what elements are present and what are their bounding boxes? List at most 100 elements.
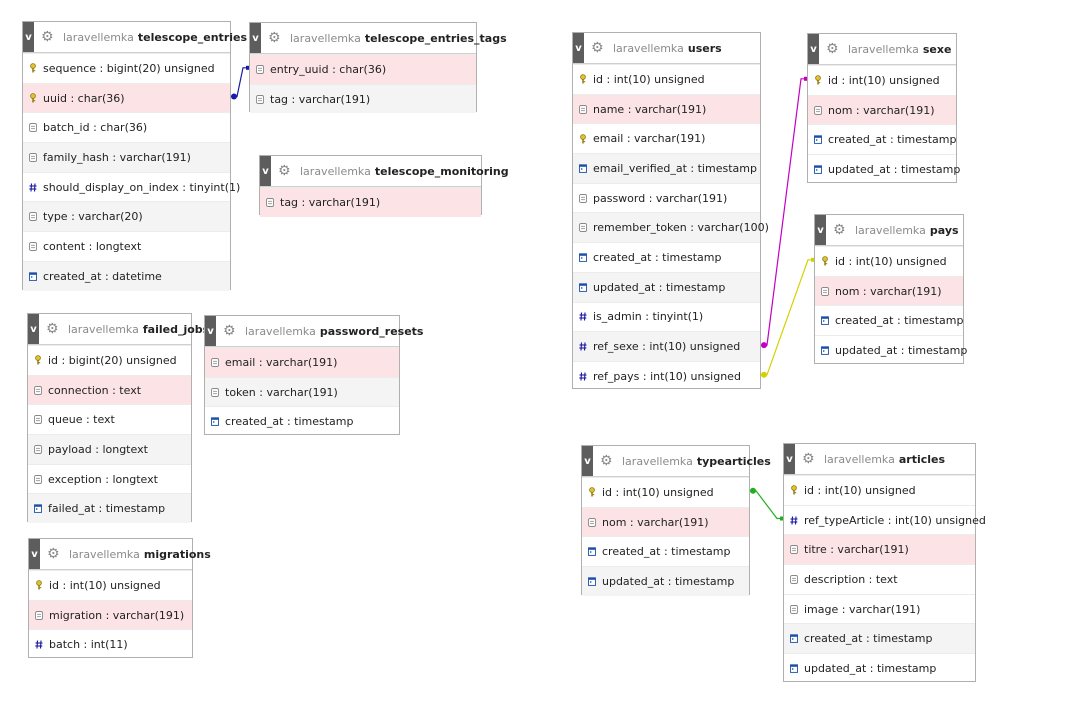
column-row[interactable]: created_at : timestamp	[205, 406, 399, 436]
column-row[interactable]: id : bigint(20) unsigned	[28, 345, 191, 375]
column-row[interactable]: created_at : timestamp	[573, 242, 760, 272]
gear-icon[interactable]: ⚙	[591, 40, 604, 56]
gear-icon[interactable]: ⚙	[600, 453, 613, 469]
column-row[interactable]: email : varchar(191)	[573, 123, 760, 153]
column-row[interactable]: password : varchar(191)	[573, 182, 760, 213]
column-row[interactable]: id : int(10) unsigned	[29, 570, 192, 600]
column-row[interactable]: created_at : datetime	[23, 260, 230, 291]
column-row[interactable]: created_at : timestamp	[582, 536, 749, 566]
gear-icon[interactable]: ⚙	[41, 29, 54, 45]
column-row[interactable]: nom : varchar(191)	[815, 275, 963, 306]
column-row[interactable]: batch : int(11)	[29, 629, 192, 659]
column-row[interactable]: tag : varchar(191)	[260, 187, 481, 217]
column-row[interactable]: id : int(10) unsigned	[815, 246, 963, 276]
column-row[interactable]: uuid : char(36)	[23, 82, 230, 113]
column-row[interactable]: image : varchar(191)	[784, 593, 975, 624]
collapse-toggle[interactable]: v	[28, 314, 39, 344]
column-row[interactable]: updated_at : timestamp	[808, 154, 960, 184]
gear-icon[interactable]: ⚙	[47, 546, 60, 562]
column-row[interactable]: entry_uuid : char(36)	[250, 54, 476, 84]
gear-icon[interactable]: ⚙	[268, 30, 281, 46]
collapse-toggle[interactable]: v	[23, 22, 34, 52]
column-row[interactable]: type : varchar(20)	[23, 201, 230, 232]
table-name: sexe	[922, 42, 952, 56]
column-row[interactable]: payload : longtext	[28, 434, 191, 464]
column-row[interactable]: queue : text	[28, 404, 191, 434]
collapse-toggle[interactable]: v	[808, 34, 819, 64]
column-row[interactable]: id : int(10) unsigned	[573, 64, 760, 94]
collapse-toggle[interactable]: v	[815, 215, 826, 245]
gear-icon[interactable]: ⚙	[802, 451, 815, 467]
column-row[interactable]: ref_sexe : int(10) unsigned	[573, 331, 760, 361]
column-row[interactable]: created_at : timestamp	[808, 124, 957, 154]
column-row[interactable]: created_at : timestamp	[815, 305, 964, 335]
column-row[interactable]: should_display_on_index : tinyint(1)	[23, 171, 240, 202]
column-row[interactable]: updated_at : timestamp	[784, 653, 975, 683]
column-row[interactable]: nom : varchar(191)	[808, 94, 956, 125]
collapse-toggle[interactable]: v	[784, 444, 795, 474]
column-row[interactable]: created_at : timestamp	[784, 623, 975, 654]
column-row[interactable]: updated_at : timestamp	[815, 335, 967, 365]
column-row[interactable]: content : longtext	[23, 231, 230, 261]
collapse-toggle[interactable]: v	[250, 23, 261, 53]
column-row[interactable]: updated_at : timestamp	[573, 271, 760, 302]
column-row[interactable]: migration : varchar(191)	[29, 599, 192, 630]
collapse-toggle[interactable]: v	[205, 316, 216, 346]
column-row[interactable]: description : text	[784, 564, 975, 594]
column-row[interactable]: tag : varchar(191)	[250, 83, 476, 114]
column-row[interactable]: remember_token : varchar(100)	[573, 212, 769, 243]
gear-icon[interactable]: ⚙	[46, 321, 59, 337]
column-row[interactable]: family_hash : varchar(191)	[23, 142, 230, 172]
column-row[interactable]: connection : text	[28, 374, 191, 405]
datetime-icon	[579, 283, 587, 292]
collapse-toggle[interactable]: v	[582, 446, 593, 476]
column-row[interactable]: id : int(10) unsigned	[582, 477, 749, 507]
column-row[interactable]: id : int(10) unsigned	[784, 475, 975, 505]
column-row[interactable]: nom : varchar(191)	[582, 506, 749, 537]
gear-icon[interactable]: ⚙	[278, 163, 291, 179]
column-row[interactable]: token : varchar(191)	[205, 376, 399, 407]
gear-icon[interactable]: ⚙	[826, 41, 839, 57]
column-row[interactable]: batch_id : char(36)	[23, 112, 230, 142]
column-row[interactable]: titre : varchar(191)	[784, 534, 975, 565]
gear-icon[interactable]: ⚙	[833, 222, 846, 238]
column-row[interactable]: exception : longtext	[28, 463, 191, 494]
column-row[interactable]: email_verified_at : timestamp	[573, 153, 760, 183]
column-row[interactable]: updated_at : timestamp	[582, 566, 749, 596]
column-row[interactable]: is_admin : tinyint(1)	[573, 301, 760, 332]
column-row[interactable]: sequence : bigint(20) unsigned	[23, 53, 230, 83]
column-row[interactable]: name : varchar(191)	[573, 93, 760, 124]
column-row[interactable]: id : int(10) unsigned	[808, 65, 956, 95]
column-row[interactable]: ref_pays : int(10) unsigned	[573, 360, 760, 391]
column-row[interactable]: email : varchar(191)	[205, 347, 399, 377]
collapse-toggle[interactable]: v	[29, 539, 40, 569]
collapse-toggle[interactable]: v	[573, 33, 584, 63]
column-row[interactable]: failed_at : timestamp	[28, 493, 191, 524]
column-label: created_at : timestamp	[835, 314, 964, 328]
collapse-toggle[interactable]: v	[260, 156, 271, 186]
column-row[interactable]: ref_typeArticle : int(10) unsigned	[784, 504, 986, 535]
gear-icon[interactable]: ⚙	[223, 323, 236, 339]
